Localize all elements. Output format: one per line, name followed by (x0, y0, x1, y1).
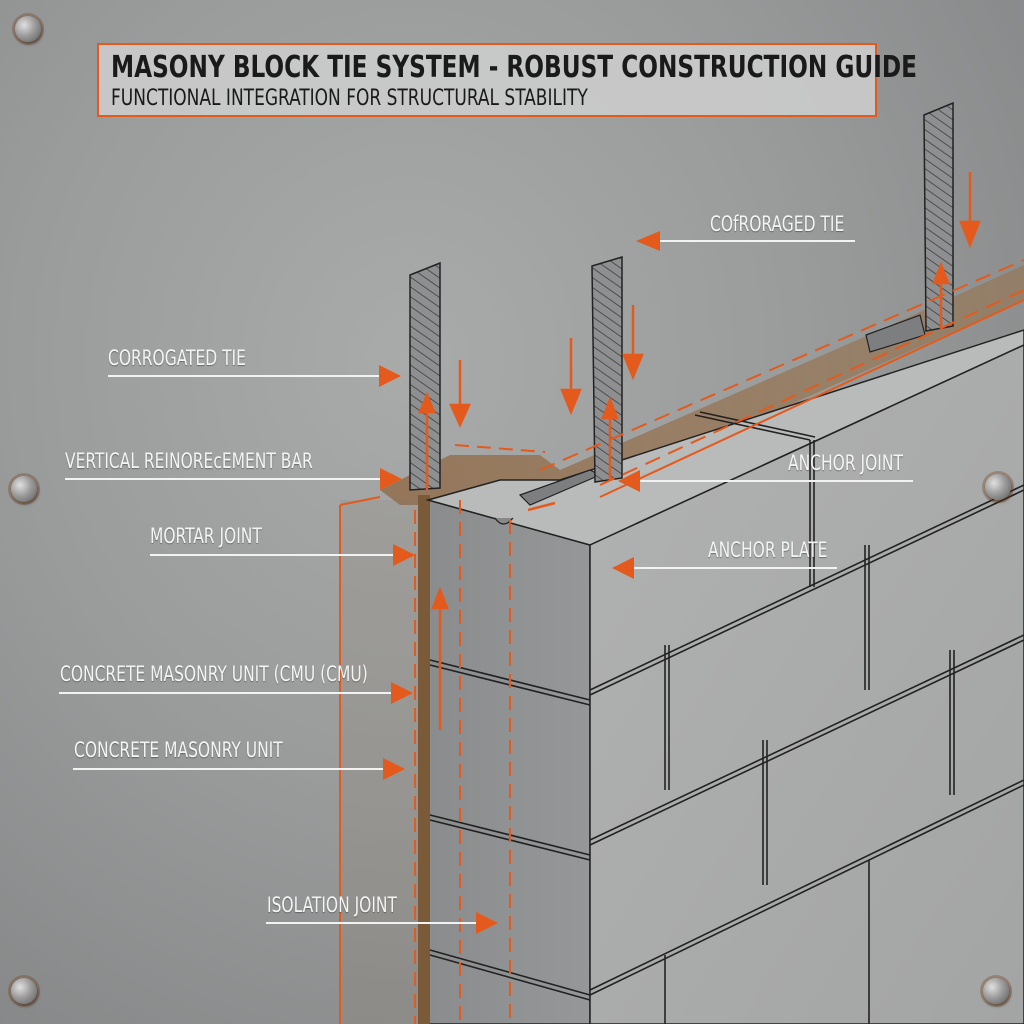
rivet-icon (15, 16, 41, 42)
label-anchor-plate: ANCHOR PLATE (708, 538, 828, 562)
rivet-icon (985, 474, 1011, 500)
arrow-vertical-reinforcement-bar-icon (380, 468, 402, 490)
rivet-icon (983, 978, 1009, 1004)
arrow-isolation-joint-icon (476, 912, 498, 934)
page-title: MASONY BLOCK TIE SYSTEM - ROBUST CONSTRU… (111, 50, 918, 85)
leader-corrogated-tie (108, 375, 380, 377)
leader-concrete-masonry-unit (73, 768, 384, 770)
label-cofroraged-tie: COfRORAGED TIE (710, 212, 845, 236)
tie-bar-1 (409, 261, 441, 491)
wall-side-face (589, 344, 1024, 1024)
rivet-icon (11, 978, 37, 1004)
leader-cmu-cmu (59, 692, 392, 694)
label-concrete-masonry-unit: CONCRETE MASONRY UNIT (74, 738, 283, 762)
tie-bar-2 (591, 255, 623, 483)
label-isolation-joint: ISOLATION JOINT (267, 893, 397, 917)
arrow-cmu-cmu-icon (391, 682, 413, 704)
arrow-anchor-plate-icon (612, 557, 634, 579)
label-vertical-reinforcement-bar: VERTICAL REINOREcEMENT BAR (65, 449, 313, 473)
mortar-bed-rust (380, 265, 1024, 505)
label-anchor-joint: ANCHOR JOINT (788, 451, 903, 475)
leader-isolation-joint (266, 922, 476, 924)
label-cmu-cmu: CONCRETE MASONRY UNIT (CMU (CMU) (60, 662, 368, 686)
label-corrogated-tie: CORROGATED TIE (108, 346, 246, 370)
leader-mortar-joint (150, 554, 394, 556)
arrow-anchor-joint-icon (618, 470, 640, 492)
leader-anchor-joint (640, 480, 913, 482)
rivet-icon (11, 476, 37, 502)
arrow-mortar-joint-icon (393, 544, 415, 566)
leader-anchor-plate (634, 567, 837, 569)
label-mortar-joint: MORTAR JOINT (150, 524, 262, 548)
arrow-concrete-masonry-unit-icon (383, 758, 405, 780)
arrow-corrogated-tie-icon (379, 365, 401, 387)
page-subtitle: FUNCTIONAL INTEGRATION FOR STRUCTURAL ST… (111, 86, 588, 111)
leader-vertical-reinforcement-bar (65, 478, 381, 480)
title-banner: MASONY BLOCK TIE SYSTEM - ROBUST CONSTRU… (97, 43, 918, 117)
